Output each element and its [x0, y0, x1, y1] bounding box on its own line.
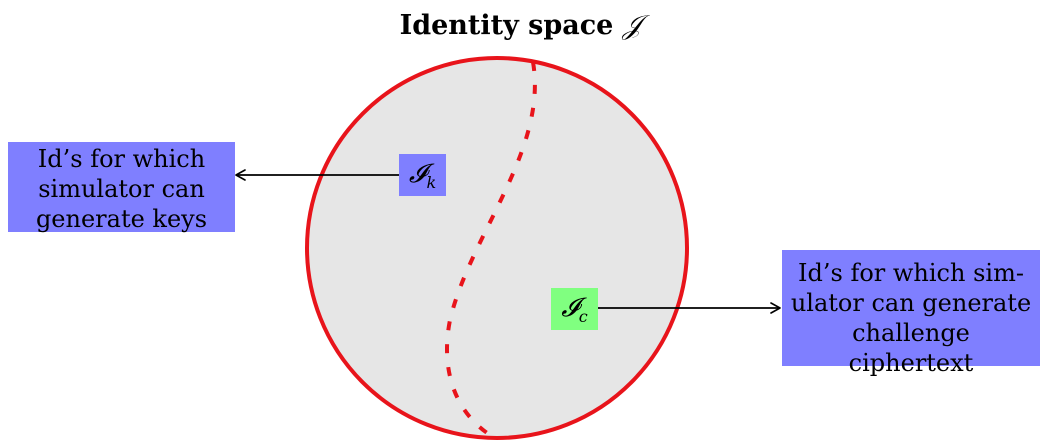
tag-challenge-sub: c: [578, 307, 588, 327]
title-text: Identity space: [399, 10, 614, 41]
note-keys-line-1: Id’s for which: [37, 145, 206, 173]
tag-challenge-main: 𝓘: [561, 293, 579, 323]
tag-keys-sub: k: [426, 173, 437, 193]
note-keys-line-3: generate keys: [35, 205, 208, 233]
tag-keys-main: 𝓘: [408, 159, 427, 189]
tag-challenge-set: 𝓘c: [551, 288, 598, 330]
identity-space-circle: [305, 56, 689, 440]
diagram-title: Identity space 𝒥: [0, 10, 1041, 42]
tag-keys-set: 𝓘k: [399, 154, 446, 196]
title-symbol: 𝒥: [622, 10, 642, 41]
note-challenge-line-2: ulator can generate: [790, 289, 1032, 317]
note-challenge-line-3: challenge ciphertext: [848, 319, 974, 377]
note-keys-line-2: simulator can: [38, 175, 205, 203]
note-challenge-line-1: Id’s for which sim-: [798, 259, 1024, 287]
note-challenge: Id’s for which sim- ulator can generate …: [782, 250, 1040, 377]
partition-curve: [445, 61, 537, 440]
note-keys: Id’s for which simulator can generate ke…: [8, 142, 235, 233]
